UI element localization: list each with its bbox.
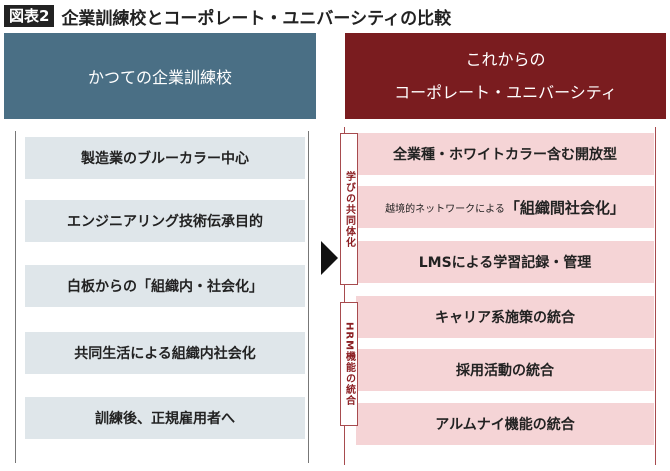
left-item: エンジニアリング技術伝承目的 (25, 200, 305, 242)
right-item: LMSによる学習記録・管理 (356, 241, 654, 283)
right-header-line2: コーポレート・ユニバーシティ (394, 83, 617, 102)
left-header-text: かつての企業訓練校 (87, 68, 232, 87)
left-item: 製造業のブルーカラー中心 (25, 137, 305, 179)
right-column-header: これからの コーポレート・ユニバーシティ (345, 33, 666, 119)
tag-learning-community: 学びの共同体化 (340, 133, 358, 285)
right-item-emphasis: 「組織間社会化」 (504, 198, 625, 217)
right-item-text: LMSによる学習記録・管理 (418, 255, 592, 271)
left-item: 訓練後、正規雇用者へ (25, 397, 305, 439)
right-header-line1: これからの (465, 50, 546, 69)
right-item: 越境的ネットワークによる 「組織間社会化」 (356, 186, 654, 228)
figure-title-row: 図表2 企業訓練校とコーポレート・ユニバーシティの比較 (4, 4, 452, 29)
right-item: キャリア系施策の統合 (356, 296, 654, 338)
right-item-text: アルムナイ機能の統合 (435, 417, 575, 433)
tag-hrm-integration: HRM機能の統合 (340, 302, 358, 426)
right-bracket-line (344, 127, 345, 465)
figure-title: 企業訓練校とコーポレート・ユニバーシティの比較 (61, 8, 452, 29)
right-divider-line (655, 127, 656, 465)
right-item-prefix: 越境的ネットワークによる (385, 203, 505, 215)
left-divider-line (308, 131, 309, 463)
right-item: 全業種・ホワイトカラー含む開放型 (356, 133, 654, 175)
figure-badge: 図表2 (4, 5, 55, 27)
right-item: 採用活動の統合 (356, 349, 654, 391)
left-item: 白板からの「組織内・社会化」 (25, 265, 305, 307)
left-column-header: かつての企業訓練校 (4, 33, 316, 119)
right-item-text: 採用活動の統合 (456, 363, 554, 379)
right-item-text: 全業種・ホワイトカラー含む開放型 (393, 147, 617, 163)
left-bracket-line (15, 131, 16, 463)
right-arrow-icon (321, 241, 338, 275)
right-item: アルムナイ機能の統合 (356, 403, 654, 445)
right-item-text: キャリア系施策の統合 (435, 310, 575, 326)
left-item: 共同生活による組織内社会化 (25, 332, 305, 374)
